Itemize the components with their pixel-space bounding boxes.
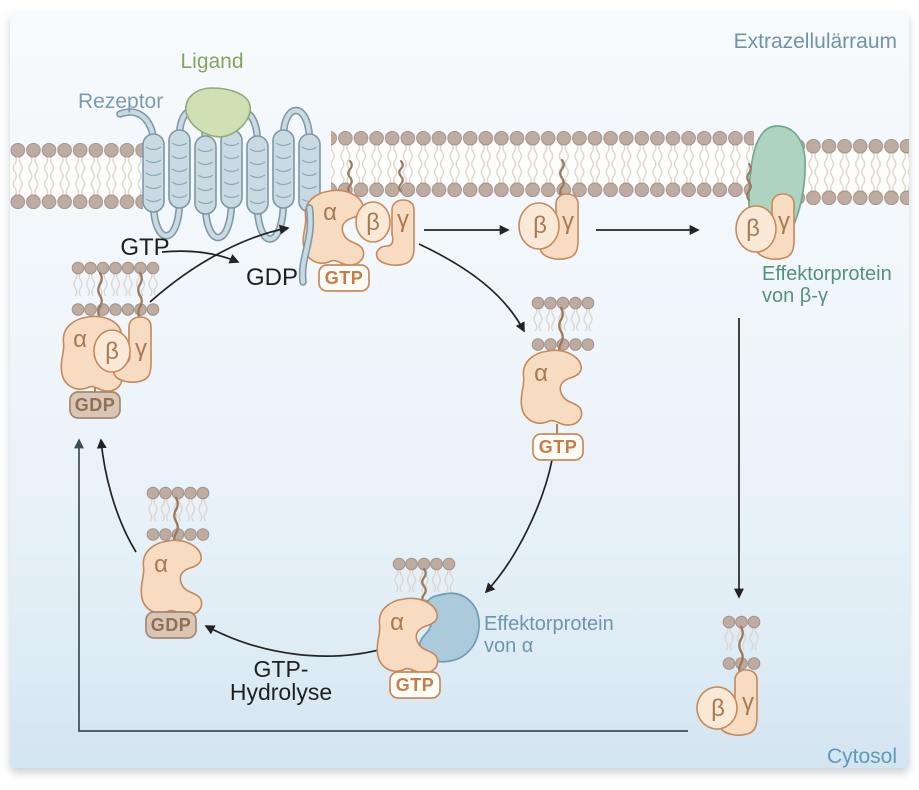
membrane — [10, 131, 909, 209]
label-gdp-free: GDP — [246, 264, 298, 291]
beta-letter: β — [711, 695, 725, 722]
label-effector-beta-gamma-line2: von β-γ — [762, 285, 828, 307]
gtp-box — [532, 433, 584, 461]
gamma-letter: γ — [397, 206, 409, 233]
membrane-right — [800, 139, 909, 205]
label-effector-alpha-line1: Effektorprotein — [484, 613, 614, 635]
receptor — [116, 106, 321, 243]
free-beta-gamma: β γ — [518, 158, 579, 260]
alpha-letter: α — [390, 609, 404, 636]
gtp-box-label: GTP — [396, 675, 435, 695]
free-alpha-gtp: GTP α — [520, 296, 595, 461]
beta-subunit — [735, 205, 777, 253]
gtp-box — [318, 264, 370, 292]
label-gtp-free: GTP — [120, 234, 169, 261]
beta-letter: β — [533, 212, 547, 239]
ligand — [185, 87, 251, 138]
g-protein-trimer-at-receptor: GTP α β γ — [298, 159, 415, 292]
gtp-box-label: GTP — [539, 437, 578, 457]
alpha-letter: α — [154, 551, 168, 578]
gdp-box — [69, 391, 121, 419]
receptor-helices — [142, 129, 321, 215]
beta-subunit — [93, 329, 131, 373]
arrow-trimer-to-receptor — [149, 224, 290, 303]
label-extracellular: Extrazellulärraum — [734, 30, 897, 53]
gamma-letter: γ — [135, 335, 147, 362]
label-hydrolysis-line1: GTP- — [254, 656, 309, 682]
receptor-loops — [116, 106, 314, 243]
beta-letter: β — [746, 215, 760, 242]
label-effector-alpha-line2: von α — [484, 635, 533, 657]
label-effector-beta-gamma-line1: Effektorprotein — [762, 263, 892, 285]
arrow-gtp-to-gdp-exchange — [161, 250, 240, 264]
beta-letter: β — [105, 338, 119, 365]
label-hydrolysis-line2: Hydrolyse — [230, 679, 332, 705]
beta-subunit — [518, 202, 560, 250]
g-protein-trimer-inactive: GDP α β γ — [60, 261, 160, 419]
beta-subunit — [355, 201, 391, 243]
membrane-left — [10, 143, 143, 209]
gamma-letter: γ — [742, 689, 754, 716]
beta-letter: β — [366, 209, 380, 236]
gdp-box-label: GDP — [75, 395, 116, 415]
alpha-letter: α — [323, 199, 337, 226]
arrow-alpha-to-effector — [484, 459, 553, 594]
arrow-alpha-gdp-return — [96, 438, 137, 553]
alpha-letter: α — [73, 326, 87, 353]
alpha-gdp: GDP α — [140, 486, 210, 639]
label-ligand: Ligand — [180, 50, 243, 73]
membrane-middle — [331, 131, 754, 197]
label-cytosol: Cytosol — [827, 745, 897, 768]
arrow-receptor-to-free-alpha — [418, 243, 525, 333]
gtp-box-label: GTP — [325, 268, 364, 288]
arrows — [74, 224, 744, 732]
gtp-box — [389, 671, 441, 699]
alpha-gtp-with-effector: GTP α — [376, 557, 480, 699]
gamma-letter: γ — [778, 208, 790, 235]
gamma-letter: γ — [562, 208, 574, 235]
arrow-beta-gamma-return — [74, 438, 688, 732]
gdp-box — [145, 611, 197, 639]
alpha-letter: α — [534, 360, 548, 387]
label-receptor: Rezeptor — [78, 90, 163, 113]
beta-subunit — [696, 686, 738, 730]
arrow-gtp-hydrolysis — [204, 625, 387, 657]
beta-gamma-bottom: β γ — [696, 615, 761, 736]
beta-gamma-at-effector: β γ — [735, 162, 795, 260]
gdp-box-label: GDP — [151, 615, 192, 635]
